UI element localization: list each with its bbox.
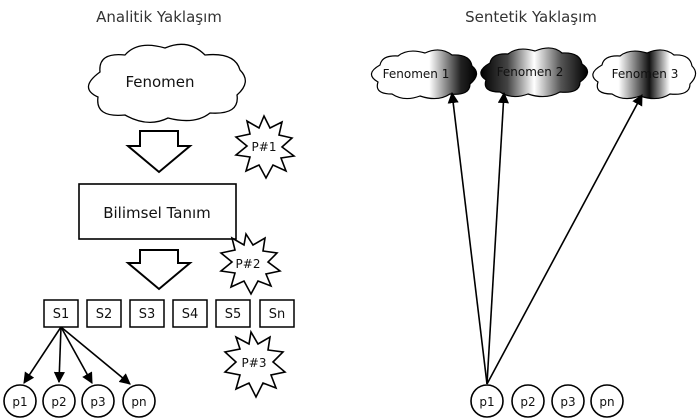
problem-burst-2: P#2 [219,231,282,296]
param-label: p1 [12,395,27,409]
problem-burst-3: P#3 [223,329,287,399]
phenomenon-cloud-2: Fenomen 2 [480,47,589,98]
phenomenon-label: Fenomen [125,73,194,91]
step-label: S5 [225,307,242,322]
synthetic-title: Sentetik Yaklaşım [465,8,597,26]
analytic-param-pn: pn [122,384,156,418]
phenomenon-label-1: Fenomen 1 [383,67,450,81]
analytic-title: Analitik Yaklaşım [96,8,222,26]
definition-box: Bilimsel Tanım [78,183,237,240]
analytic-param-p1: p1 [3,384,37,418]
synthetic-param-p3: p3 [551,384,585,418]
step-label: S4 [182,307,199,322]
step-box-sn: Sn [259,299,295,328]
param-label: pn [599,395,614,409]
step-box-s3: S3 [129,299,165,328]
param-label: p1 [479,395,494,409]
synthetic-param-p1: p1 [470,384,504,418]
s1-arrows [23,326,131,385]
problem-label-2: P#2 [236,257,261,271]
synthetic-arrows [447,91,643,385]
step-label: S1 [53,307,70,322]
param-label: p3 [90,395,105,409]
analytic-param-p3: p3 [81,384,115,418]
hollow-arrow-down [125,249,193,291]
analytic-param-p2: p2 [42,384,76,418]
param-label: pn [131,395,146,409]
phenomenon-label-3: Fenomen 3 [612,67,679,81]
phenomenon-label-2: Fenomen 2 [497,65,564,79]
problem-burst-1: P#1 [234,114,297,180]
problem-label-3: P#3 [242,356,267,370]
hollow-arrow-down [125,130,193,174]
param-label: p2 [520,395,535,409]
synthetic-param-p2: p2 [511,384,545,418]
synthetic-param-pn: pn [590,384,624,418]
step-label: S2 [96,307,113,322]
step-label: S3 [139,307,156,322]
param-label: p2 [51,395,66,409]
step-box-s4: S4 [172,299,208,328]
param-label: p3 [560,395,575,409]
phenomenon-cloud: Fenomen [87,43,246,123]
step-box-s1: S1 [43,299,79,328]
step-label: Sn [269,307,286,322]
definition-label: Bilimsel Tanım [103,204,211,222]
step-box-s5: S5 [215,299,251,328]
phenomenon-cloud-1: Fenomen 1 [370,49,478,100]
problem-label-1: P#1 [252,140,277,154]
step-box-s2: S2 [86,299,122,328]
phenomenon-cloud-3: Fenomen 3 [592,49,697,100]
